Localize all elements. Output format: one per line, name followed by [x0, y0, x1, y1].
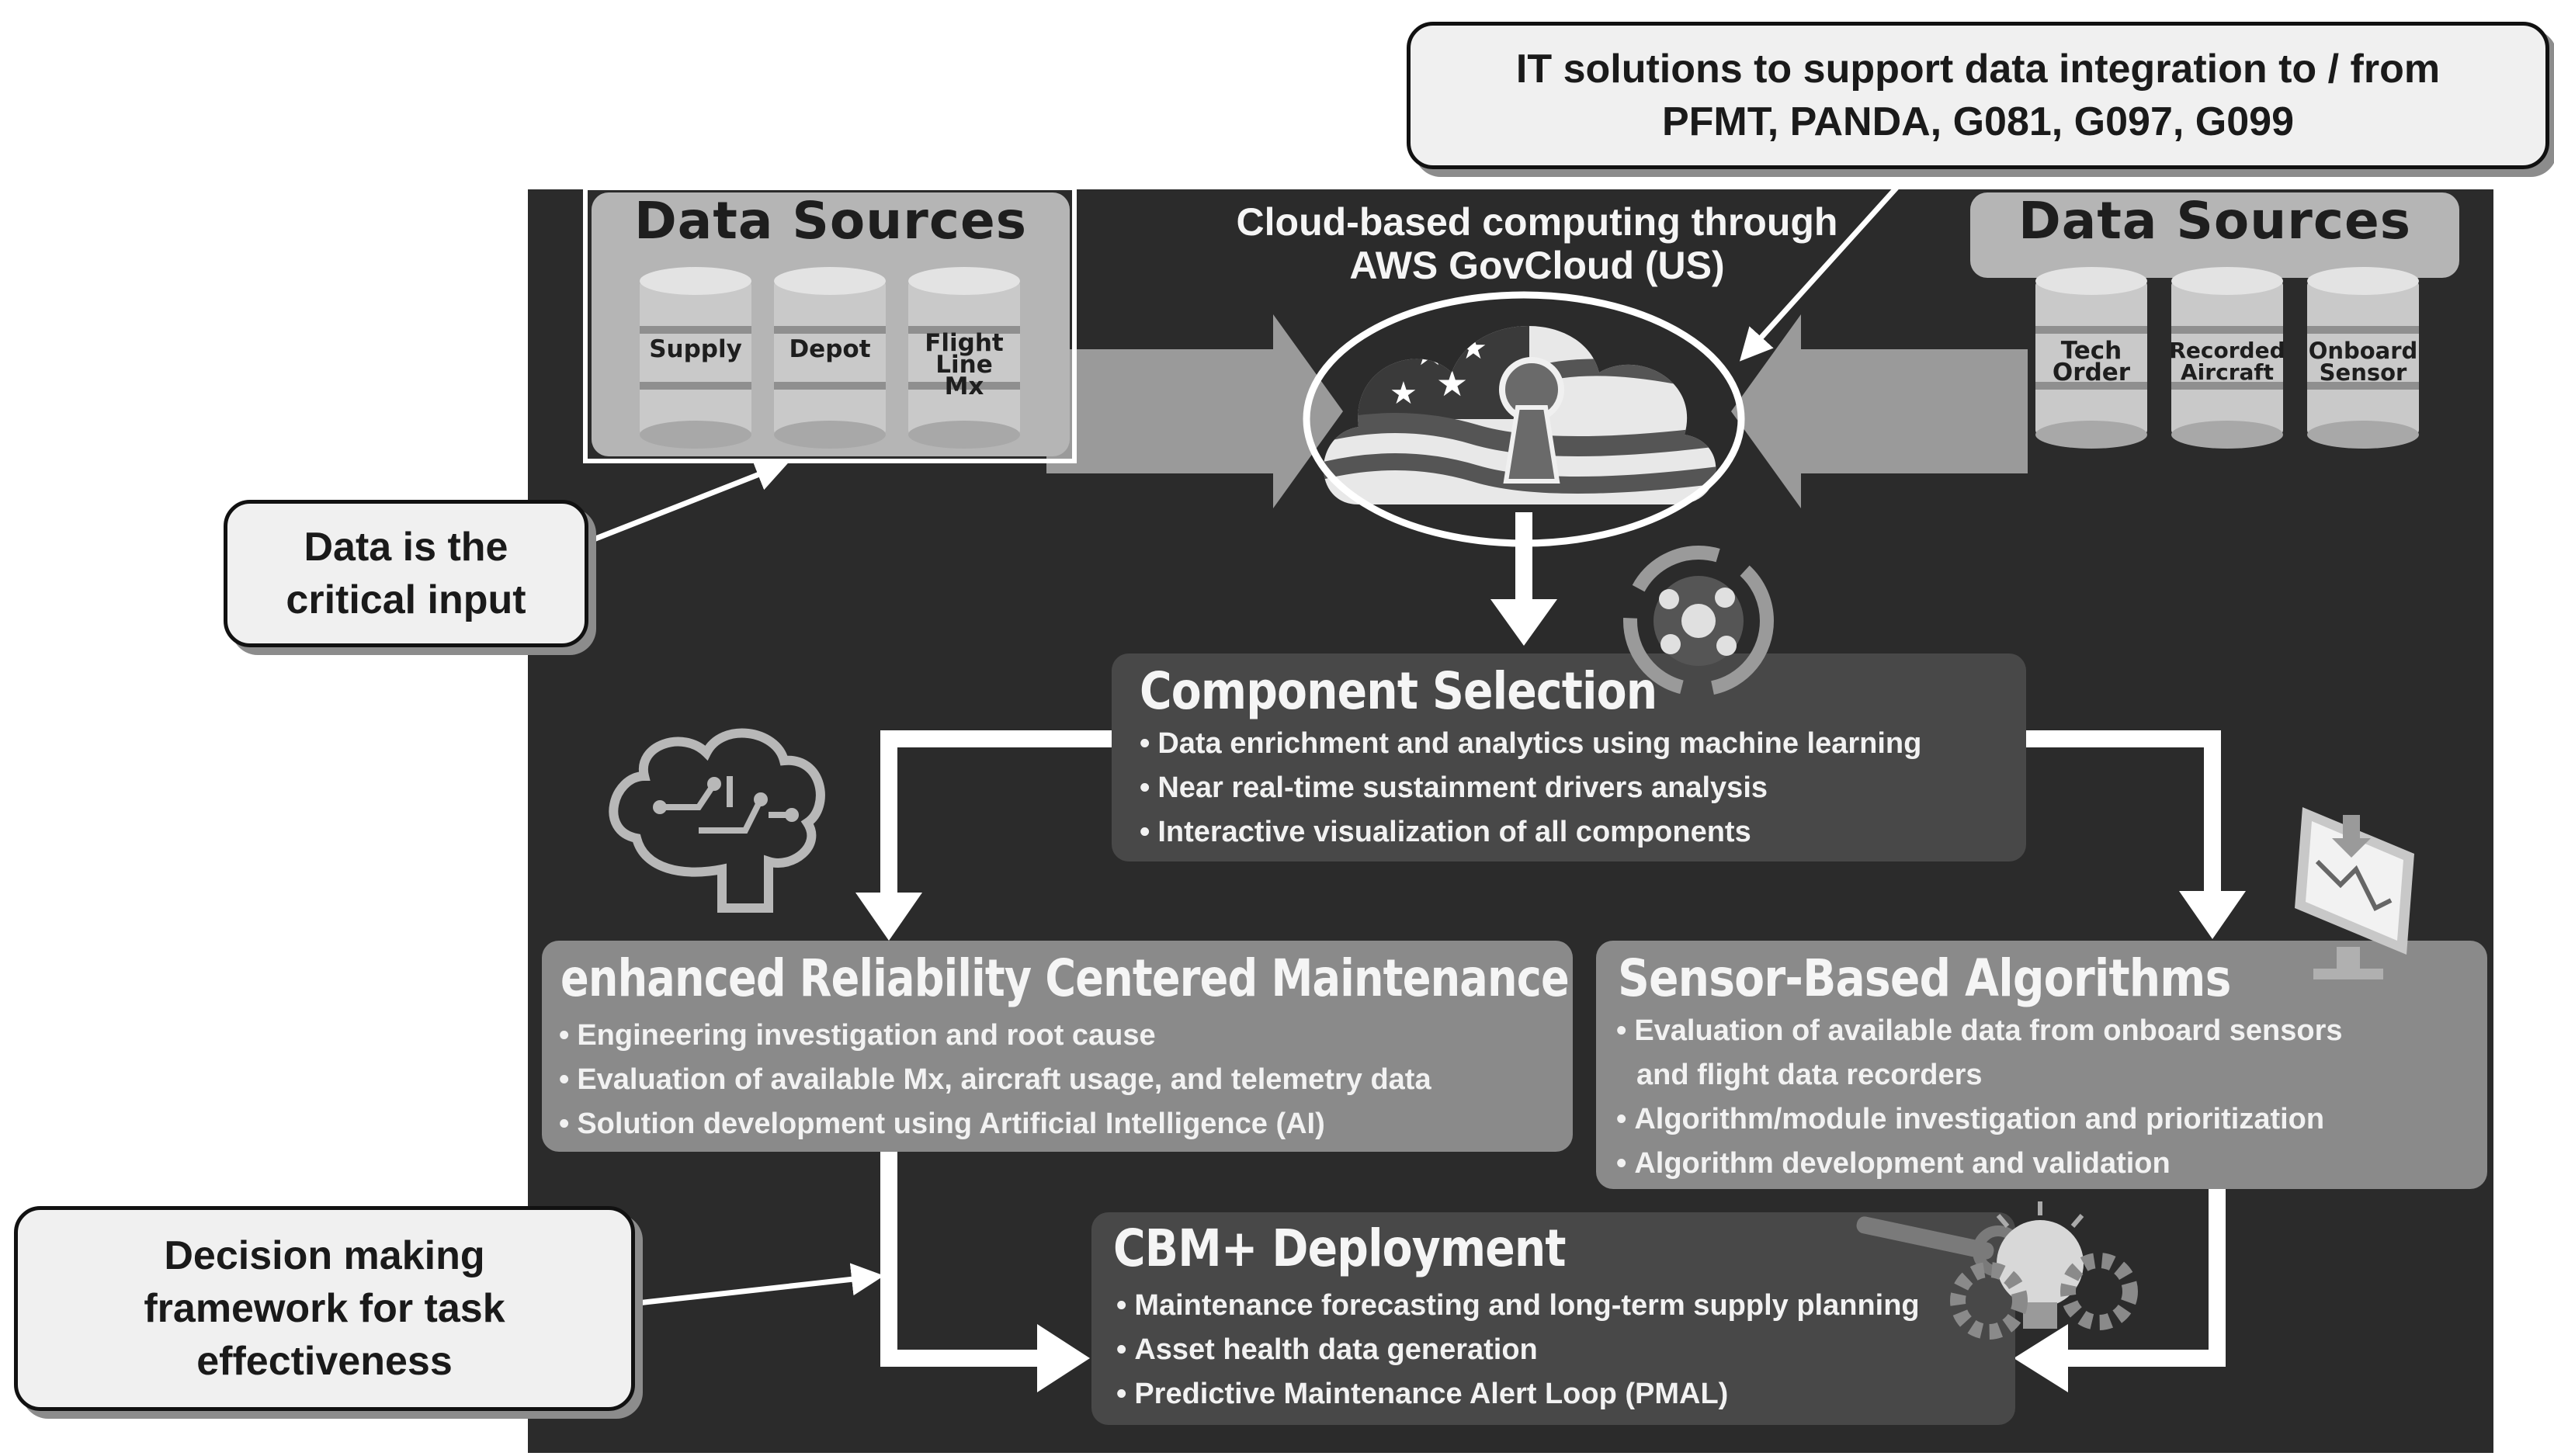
database-icon	[2035, 267, 2147, 449]
bullet-item: •Engineering investigation and root caus…	[559, 1019, 1156, 1052]
ercm-bullets: •Engineering investigation and root caus…	[559, 1014, 1431, 1146]
cbm-deployment-bullets: •Maintenance forecasting and long-term s…	[1116, 1284, 1920, 1416]
database-icon	[640, 267, 751, 449]
database-depot: Depot	[771, 265, 889, 450]
it-solutions-callout: IT solutions to support data integration…	[1407, 22, 2549, 169]
database-label: Recorded Aircraft	[2169, 338, 2285, 385]
bullet-item: •Data enrichment and analytics using mac…	[1140, 727, 1922, 760]
bullet-item: •Maintenance forecasting and long-term s…	[1116, 1289, 1920, 1322]
right-source-arrow	[1731, 314, 2028, 508]
cloud-title: Cloud-based computing through AWS GovClo…	[1236, 200, 1838, 287]
bullet-item-continuation: and flight data recorders	[1636, 1059, 1983, 1091]
component-selection-bullets: •Data enrichment and analytics using mac…	[1140, 722, 1921, 855]
bullet-item: •Near real-time sustainment drivers anal…	[1140, 771, 1768, 804]
ercm-box	[542, 941, 1573, 1152]
database-icon	[2307, 267, 2419, 449]
component-to-ercm-arrow	[855, 730, 1114, 941]
sensor-title: Sensor-Based Algorithms	[1618, 948, 2231, 1008]
left-source-arrow	[1046, 314, 1343, 508]
sensor-to-cbm-arrow	[2014, 1187, 2226, 1392]
decision-framework-callout: Decision making framework for task effec…	[14, 1206, 635, 1411]
bullet-item: •Algorithm/module investigation and prio…	[1616, 1103, 2325, 1135]
left-sources-highlight-frame	[583, 185, 1077, 463]
sensor-bullets: •Evaluation of available data from onboa…	[1616, 1009, 2343, 1186]
left-data-sources-title: Data Sources	[634, 191, 1027, 251]
component-selection-box	[1112, 653, 2026, 861]
cbm-deployment-title: CBM+ Deployment	[1113, 1219, 1567, 1278]
database-tech-order: Tech Order	[2032, 265, 2150, 450]
ercm-to-cbm-arrow	[880, 1149, 1090, 1392]
database-label: Depot	[789, 335, 871, 363]
right-data-sources-panel	[1970, 192, 2459, 278]
data-input-callout: Data is the critical input	[224, 500, 588, 647]
right-data-sources-title: Data Sources	[2018, 191, 2411, 251]
database-recorded-aircraft: Recorded Aircraft	[2168, 265, 2286, 450]
database-flight-line-mx: Flight Line Mx	[905, 265, 1023, 450]
bullet-item: •Solution development using Artificial I…	[559, 1108, 1325, 1140]
database-icon	[2171, 267, 2283, 449]
database-icon	[774, 267, 886, 449]
database-label: Supply	[649, 335, 742, 363]
bullet-item: •Evaluation of available data from onboa…	[1616, 1014, 2343, 1047]
bullet-item: •Predictive Maintenance Alert Loop (PMAL…	[1116, 1378, 1729, 1410]
ercm-title: enhanced Reliability Centered Maintenanc…	[560, 948, 1570, 1008]
bullet-item: •Algorithm development and validation	[1616, 1147, 2171, 1180]
component-to-sensor-arrow	[2026, 730, 2246, 939]
cloud-to-component-arrow	[1490, 512, 1557, 646]
sensor-box	[1596, 941, 2487, 1189]
database-label: Flight Line Mx	[925, 329, 1004, 400]
database-label: Tech Order	[2052, 337, 2131, 387]
database-label: Onboard Sensor	[2308, 338, 2418, 386]
database-icon	[908, 267, 1020, 449]
database-supply: Supply	[637, 265, 755, 450]
bullet-item: •Asset health data generation	[1116, 1333, 1538, 1366]
database-onboard-sensor: Onboard Sensor	[2304, 265, 2422, 450]
bullet-item: •Evaluation of available Mx, aircraft us…	[559, 1063, 1431, 1096]
component-selection-title: Component Selection	[1140, 661, 1657, 721]
bullet-item: •Interactive visualization of all compon…	[1140, 816, 1751, 848]
